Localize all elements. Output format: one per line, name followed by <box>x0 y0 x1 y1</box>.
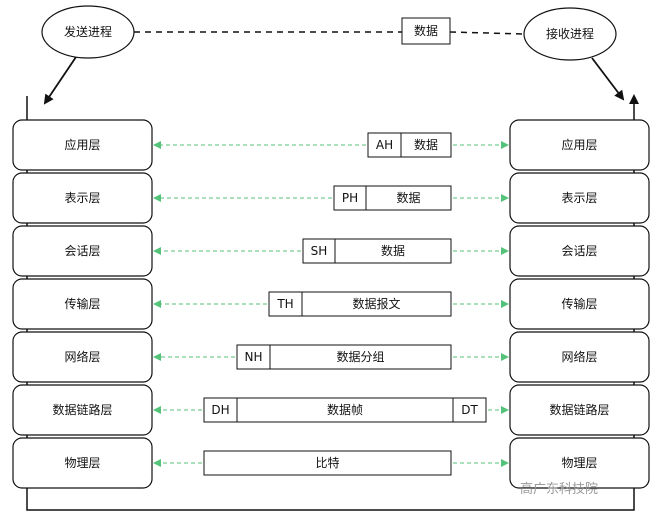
right-layer-box <box>509 331 650 383</box>
payload-label: 数据 <box>414 137 438 152</box>
left-layer-box <box>12 278 153 330</box>
left-layer-label: 数据链路层 <box>52 402 112 417</box>
top-data-label: 数据 <box>414 23 438 38</box>
header-box <box>203 397 238 423</box>
right-layer-label: 数据链路层 <box>549 402 609 417</box>
right-layer-label: 网络层 <box>561 349 597 364</box>
receiver-down-arrow <box>591 57 625 101</box>
left-layer-label: 表示层 <box>64 191 100 205</box>
receiver-process-ellipse <box>523 7 617 61</box>
right-layer-label: 物理层 <box>561 456 597 470</box>
header-label: SH <box>311 244 328 258</box>
virtual-link-right <box>449 31 525 35</box>
header-box <box>236 344 271 370</box>
right-layer-box <box>509 172 650 224</box>
right-layer-label: 传输层 <box>561 296 597 311</box>
payload-box <box>334 238 452 264</box>
header-box <box>333 185 367 211</box>
left-layer-label: 应用层 <box>64 137 100 152</box>
left-layer-label: 物理层 <box>64 456 100 470</box>
payload-label: 比特 <box>315 455 339 470</box>
header-label: DH <box>211 403 229 417</box>
right-layer-box <box>509 278 650 330</box>
header-label: NH <box>245 350 263 364</box>
payload-label: 数据 <box>396 190 420 205</box>
payload-box <box>301 291 452 317</box>
left-layer-box <box>12 331 153 383</box>
header-box <box>302 238 336 264</box>
trailer-label: DT <box>461 403 478 417</box>
payload-box <box>365 185 452 211</box>
payload-label: 数据 <box>381 243 405 258</box>
left-layer-box <box>12 384 153 436</box>
left-layer-label: 传输层 <box>64 296 100 311</box>
left-layer-label: 网络层 <box>64 349 100 364</box>
right-layer-box <box>509 384 650 436</box>
trailer-box <box>452 397 487 423</box>
right-layer-box <box>509 225 650 277</box>
left-layer-box <box>12 225 153 277</box>
payload-label: 数据帧 <box>327 402 363 417</box>
right-layer-label: 表示层 <box>561 191 597 205</box>
payload-box <box>203 450 452 476</box>
left-layer-box <box>12 437 153 489</box>
receiver-process-label: 接收进程 <box>546 26 594 41</box>
payload-box <box>400 132 452 158</box>
header-label: PH <box>342 191 358 205</box>
left-layer-box <box>12 172 153 224</box>
watermark-text: 高广东科技院 <box>520 481 598 497</box>
payload-box <box>269 344 452 370</box>
right-layer-box <box>509 437 650 489</box>
right-layer-label: 应用层 <box>561 137 597 152</box>
payload-label: 数据报文 <box>352 296 400 311</box>
sender-down-arrow <box>43 56 77 105</box>
top-data-box <box>401 17 451 45</box>
header-label: AH <box>376 138 393 152</box>
header-label: TH <box>276 297 293 311</box>
right-layer-label: 会话层 <box>561 244 597 258</box>
header-box <box>268 291 303 317</box>
left-layer-label: 会话层 <box>64 244 100 258</box>
header-box <box>367 132 402 158</box>
payload-label: 数据分组 <box>336 349 384 364</box>
right-layer-box <box>509 119 650 171</box>
left-layer-box <box>12 119 153 171</box>
sender-process-label: 发送进程 <box>64 24 112 39</box>
payload-box <box>236 397 454 423</box>
